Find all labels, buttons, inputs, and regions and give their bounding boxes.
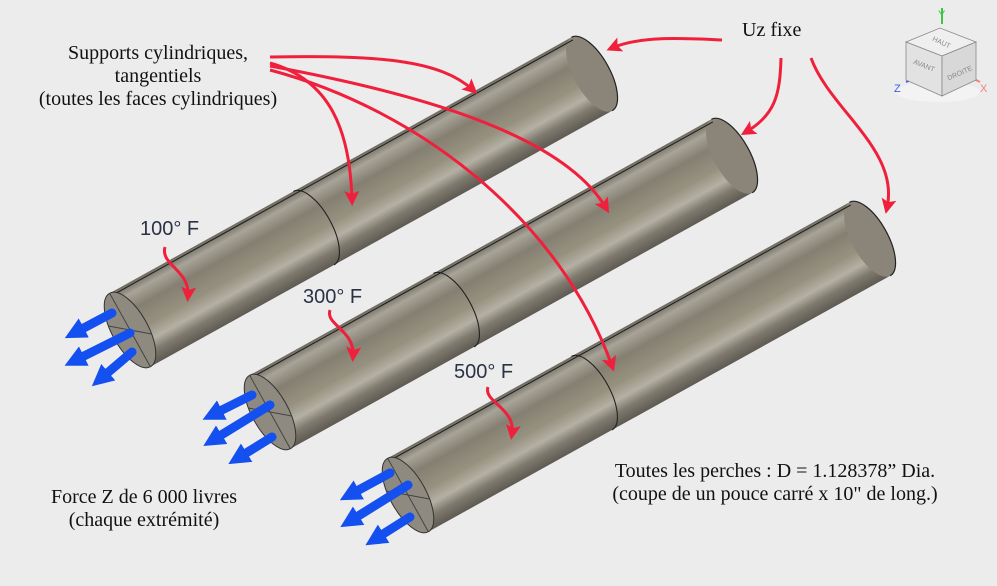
perches-label: Toutes les perches : D = 1.128378” Dia. … bbox=[560, 460, 990, 506]
viewcube-right-face[interactable] bbox=[941, 41, 977, 97]
z-axis-label: Z bbox=[894, 83, 901, 95]
force-arrows-rod-2 bbox=[202, 390, 277, 465]
uz-fixed-label: Uz fixe bbox=[742, 19, 802, 41]
temperature-label-100f: 100° F bbox=[140, 218, 200, 240]
force-arrows-rod-1 bbox=[64, 308, 137, 387]
supports-label-line-3: (toutes les faces cylindriques) bbox=[38, 88, 278, 110]
force-label-line-1: Force Z de 6 000 livres bbox=[50, 486, 238, 508]
supports-label: Supports cylindriques, tangentiels (tout… bbox=[8, 42, 308, 111]
perches-label-line-1: Toutes les perches : D = 1.128378” Dia. bbox=[614, 460, 936, 482]
uz-fixed-arrows bbox=[606, 36, 897, 214]
supports-label-line-1: Supports cylindriques, bbox=[68, 42, 248, 64]
temperature-arrows bbox=[163, 246, 521, 440]
temperature-label-500f: 500° F bbox=[454, 361, 514, 383]
force-arrows-rod-3 bbox=[339, 468, 415, 546]
force-label-line-2: (chaque extrémité) bbox=[68, 509, 220, 531]
y-axis-label: Y bbox=[938, 9, 946, 21]
viewcube[interactable]: Y Z X HAUT AVANT DROITE bbox=[880, 0, 997, 110]
x-axis-label: X bbox=[980, 83, 988, 95]
temperature-label-300f: 300° F bbox=[303, 286, 363, 308]
force-label: Force Z de 6 000 livres (chaque extrémit… bbox=[24, 486, 264, 532]
perches-label-line-2: (coupe de un pouce carré x 10" de long.) bbox=[612, 483, 938, 505]
supports-label-line-2: tangentiels bbox=[114, 65, 202, 87]
support-arrows bbox=[269, 55, 617, 372]
